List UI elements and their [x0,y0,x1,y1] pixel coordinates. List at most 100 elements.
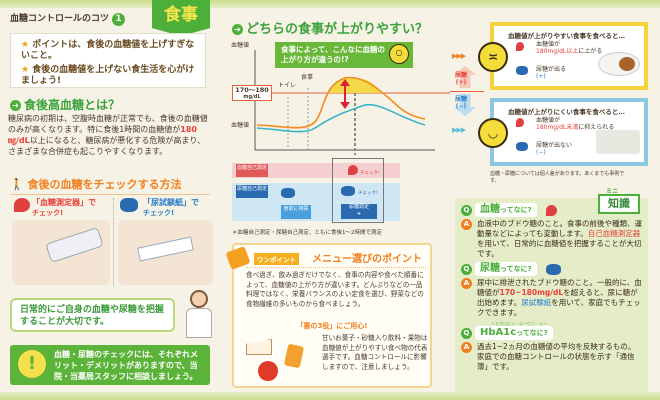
cake-illustration [246,339,272,355]
toilet-icon [545,263,561,275]
line: 尿糖が出ない [536,142,573,149]
high-title: 血糖値が上がりやすい食事を食べると… [508,32,625,40]
bad-three-body: 甘いお菓子・砂糖入り飲料・果物は血糖値が上がりやすい食べ物の代表選手です。血糖コ… [322,334,428,371]
a2: A 尿中に排泄されたブドウ糖のこと。一般的に、血糖値が170~180mg/dLを超… [461,278,642,318]
q1-term: 血糖 [480,204,500,215]
hyperglycemia-heading: ➜食後高血糖とは？ [10,96,120,113]
a-icon: A [461,342,472,353]
hyperglycemia-title: 食後高血糖とは？ [24,98,121,112]
a-icon: A [461,278,472,289]
excess-area [327,77,383,93]
low-title: 血糖値が上がりにくい食事を食べると… [508,108,625,116]
q-icon: Q [461,204,472,216]
bubble-text: 食事によって、こんなに血糖の上がり方が違うの!? [281,45,386,64]
urine-plus-text: 尿糖 [455,72,468,79]
a-text: 尿中に排泄されたブドウ糖のこと。一般的に、血糖値が [477,278,642,297]
point-text: ポイントは、食後の血糖値を上げすぎないこと。 [21,40,195,61]
high-urine-text: 尿糖が出る(+) [536,66,566,80]
curry [619,57,635,71]
q3-pill: HbA1cってなに? [475,326,553,340]
strip-sub: チェック! [143,209,175,217]
star-icon: ★ [21,40,30,50]
section-number: 1 [112,13,126,26]
point-item: ★ ポイントは、食後の血糖値を上げすぎないこと。 [21,40,195,62]
doctor-head [190,290,208,308]
arrow-up-icon [340,79,350,86]
arrow-circle-icon: ➜ [232,24,243,35]
urine-check-label: チェック! [358,191,378,196]
q3-ruby: ヘモグロビン・エーワン・シー [491,321,547,326]
urine-measure-label: 尿糖測定+ [341,204,377,219]
a-icon: A [461,219,472,230]
threshold-unit: mg/dL [243,94,261,100]
q-icon: Q [461,263,472,275]
arrow-up-icon [454,66,476,88]
glucose-meter-image [12,220,110,285]
category-tab: 食事 [152,0,210,36]
blood-drop-icon [14,198,30,212]
menu-tips-box: ワンポイント メニュー選びのポイント 食べ過ぎ、飲み過ぎだけでなく、食事の内容や… [225,243,432,388]
set-meal-illustration [596,130,640,154]
point-text: 食後の血糖値を上げない食生活を心がけましょう! [21,65,195,86]
glucose-diagram [254,50,450,155]
threshold-line [450,91,484,92]
glucose-meter-device [45,226,104,264]
toilet-icon [120,198,138,212]
strip-label: 「尿試験紙」でチェック! [143,198,199,218]
toilet-icon [516,66,528,75]
q1-pill: 血糖ってなに? [475,203,537,217]
y-axis-label: 血糖値 [231,42,250,49]
urine-plus-label: 尿糖(+) [455,72,467,86]
bottom-border [0,392,660,400]
arrow-right-icon: ▶▶▶ [452,52,466,60]
q2-pill: 尿糖ってなに? [475,262,537,276]
body-text: 糖尿病の初期は、空腹時血糖が正常でも、食後の血糖値のみが高くなります。特に食後1… [8,114,208,134]
divider [246,267,426,268]
a-text: を超えると、尿に糖が出始めます。 [477,288,638,307]
mini-label: ミニ [606,188,619,195]
doctor-coat [186,308,212,338]
toilet-label: トイレ [278,82,297,89]
juice-illustration [283,343,305,369]
star-icon: ★ [21,65,30,75]
measurement-box [332,158,384,223]
knowledge-badge: 知識 [598,194,640,214]
exclamation-icon: ! [18,350,46,378]
arrow-down-icon [340,102,350,109]
check-heading: 🚶 食後の血糖をチェックする方法 [10,176,210,195]
blood-drop-icon [348,165,358,175]
blood-check-label: チェック! [360,171,380,176]
urine-row-label: 尿糖自己測定 [236,185,268,198]
a-text: 血液中のブドウ糖のこと。食事の前後や種類、運動量などによっても変動します。 [477,219,642,238]
low-glucose-curve [256,103,426,133]
notice-text: 血糖・尿糖のチェックには、それぞれメリット・デメリットがありますので、当院・当薬… [54,350,198,381]
section-title-text: 血糖コントロールのコツ [10,14,110,24]
q-icon: Q [461,327,472,339]
blood-row-label: 血糖自己測定 [236,164,268,177]
urine-minus-text: 尿糖 [455,96,468,103]
low-value: 180mg/dL未満 [536,124,579,131]
high-glucose-curve [256,76,426,129]
doctor-speech-bubble: 日常的にご自身の血糖や尿糖を把握することが大切です。 [10,298,175,332]
a-highlight: 尿試験紙 [521,298,552,307]
notice-box: ! 血糖・尿糖のチェックには、それぞれメリット・デメリットがありますので、当院・… [10,345,210,385]
individual-difference-note: 血糖・尿糖については個人差があります。あくまでも事例です。 [490,171,625,184]
smiling-face-icon: ◡ [478,118,508,148]
walking-person-icon: 🚶 [10,178,24,191]
graph-footnote: ＊血糖自己測定・尿糖自己測定、ともに食後1～2時間で測定 [232,230,383,236]
plus-sign: + [356,211,362,217]
sign: (+) [536,73,546,80]
low-urine-text: 尿糖が出ない(−) [536,142,572,156]
threshold-value: 170～180 [235,86,269,94]
menu-title: メニュー選びのポイント [312,254,422,265]
a-highlight: 170~180mg/dL [499,288,564,297]
top-border [0,0,660,8]
test-strip-image [118,220,213,285]
q-suffix: ってなに? [500,265,532,273]
